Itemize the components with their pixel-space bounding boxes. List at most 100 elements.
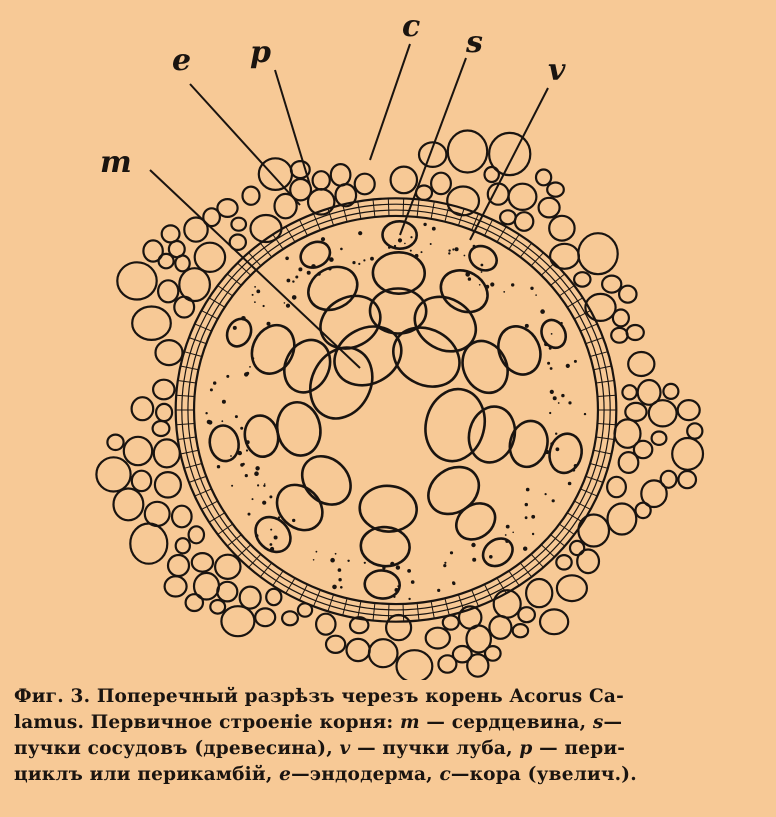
phloem-speck bbox=[531, 514, 536, 519]
phloem-speck bbox=[397, 585, 400, 588]
phloem-speck bbox=[485, 284, 490, 289]
cortex-cell bbox=[254, 607, 277, 628]
phloem-speck bbox=[408, 597, 411, 601]
cortex-cell bbox=[289, 177, 313, 202]
xylem-vessel bbox=[413, 295, 478, 353]
phloem-speck bbox=[523, 546, 528, 551]
xylem-vessel bbox=[468, 244, 498, 272]
endodermis-wall bbox=[530, 553, 544, 568]
phloem-speck bbox=[524, 516, 528, 520]
endodermis-wall bbox=[217, 285, 233, 297]
cortex-cell bbox=[647, 399, 678, 428]
endodermis-wall bbox=[471, 213, 479, 231]
endodermis-wall bbox=[272, 570, 284, 586]
endodermis-wall bbox=[313, 589, 321, 607]
phloem-speck bbox=[363, 561, 366, 564]
phloem-speck bbox=[471, 542, 476, 548]
label-leader-lines bbox=[149, 43, 549, 369]
cortex-cell bbox=[163, 575, 188, 598]
phloem-speck bbox=[249, 366, 251, 368]
cortex-cell bbox=[154, 339, 184, 367]
cortex-cell bbox=[257, 157, 294, 192]
cortex-cell bbox=[611, 308, 631, 328]
cortex-cell bbox=[627, 350, 656, 378]
phloem-speck bbox=[226, 374, 230, 378]
label-c: c bbox=[402, 9, 420, 44]
xylem-vessel bbox=[497, 325, 542, 376]
cortex-cell bbox=[572, 271, 592, 288]
cortex-cell bbox=[166, 553, 191, 578]
endodermis-wall bbox=[580, 323, 598, 332]
phloem-speck bbox=[448, 252, 451, 255]
xylem-vessel bbox=[540, 318, 568, 350]
phloem-speck bbox=[330, 557, 335, 563]
phloem-speck bbox=[551, 499, 555, 503]
phloem-speck bbox=[262, 304, 265, 308]
xylem-vessel bbox=[508, 419, 549, 469]
cortex-cell bbox=[155, 402, 174, 423]
cortex-cell bbox=[183, 216, 209, 243]
cortex-cell bbox=[650, 430, 668, 446]
cortex-cell bbox=[202, 207, 222, 228]
phloem-speck bbox=[329, 257, 334, 262]
stele-interior bbox=[205, 219, 587, 601]
xylem-vessel bbox=[225, 317, 253, 348]
cortex-cell bbox=[190, 552, 215, 573]
endodermis-wall bbox=[298, 219, 308, 236]
endodermis-wall bbox=[357, 601, 362, 619]
xylem-vessel bbox=[208, 424, 240, 463]
caption-symbol-p: p bbox=[519, 738, 533, 759]
cortex-cell bbox=[634, 501, 652, 520]
phloem-speck bbox=[420, 251, 423, 254]
phloem-speck bbox=[320, 237, 326, 242]
phloem-speck bbox=[283, 302, 286, 304]
phloem-speck bbox=[583, 412, 587, 416]
label-m: m bbox=[100, 145, 132, 180]
cortex-cell bbox=[160, 224, 181, 244]
cortex-cell bbox=[617, 451, 640, 475]
endodermis-wall bbox=[357, 201, 362, 219]
phloem-speck bbox=[505, 524, 510, 529]
endodermis-wall bbox=[508, 234, 520, 250]
phloem-speck bbox=[573, 464, 578, 468]
phloem-speck bbox=[449, 551, 454, 555]
phloem-speck bbox=[251, 293, 254, 296]
xylem-vessel bbox=[300, 454, 352, 506]
cortex-cell bbox=[367, 638, 399, 669]
phloem-speck bbox=[315, 550, 318, 553]
xylem-vessel bbox=[299, 240, 332, 269]
label-e: e bbox=[172, 43, 191, 78]
cortex-cell bbox=[483, 165, 500, 184]
xylem-vessel bbox=[548, 432, 583, 475]
xylem-vessel bbox=[250, 323, 296, 375]
phloem-speck bbox=[557, 402, 560, 404]
endodermis-wall bbox=[184, 351, 203, 357]
xylem-vessel bbox=[392, 326, 461, 388]
endodermis-wall bbox=[237, 544, 252, 558]
endodermis-wall bbox=[597, 394, 616, 397]
phloem-speck bbox=[237, 450, 242, 456]
phloem-speck bbox=[524, 502, 528, 507]
phloem-speck bbox=[230, 455, 232, 457]
endodermis-wall bbox=[226, 534, 242, 547]
cortex-cell bbox=[548, 242, 580, 270]
endodermis-wall bbox=[595, 436, 615, 440]
endodermis-wall bbox=[208, 297, 225, 308]
caption-text: —кора (увелич.). bbox=[450, 764, 637, 785]
xylem-vessel bbox=[254, 515, 292, 554]
figure-labels: m e p c s v bbox=[100, 9, 566, 180]
phloem-speck bbox=[221, 399, 226, 404]
phloem-speck bbox=[298, 267, 303, 272]
xylem-vessel bbox=[283, 338, 332, 394]
cortex-cell bbox=[577, 513, 611, 548]
cortex-cells bbox=[95, 129, 705, 680]
xylem-vessel bbox=[371, 250, 426, 296]
caption-text: lamus. Первичное строеніе корня: bbox=[14, 712, 400, 733]
cortex-cell bbox=[131, 305, 172, 342]
phloem-speck bbox=[467, 277, 472, 281]
label-p: p bbox=[250, 35, 271, 70]
phloem-speck bbox=[444, 561, 447, 564]
cortex-cell bbox=[451, 644, 473, 664]
cortex-cell bbox=[122, 435, 154, 467]
